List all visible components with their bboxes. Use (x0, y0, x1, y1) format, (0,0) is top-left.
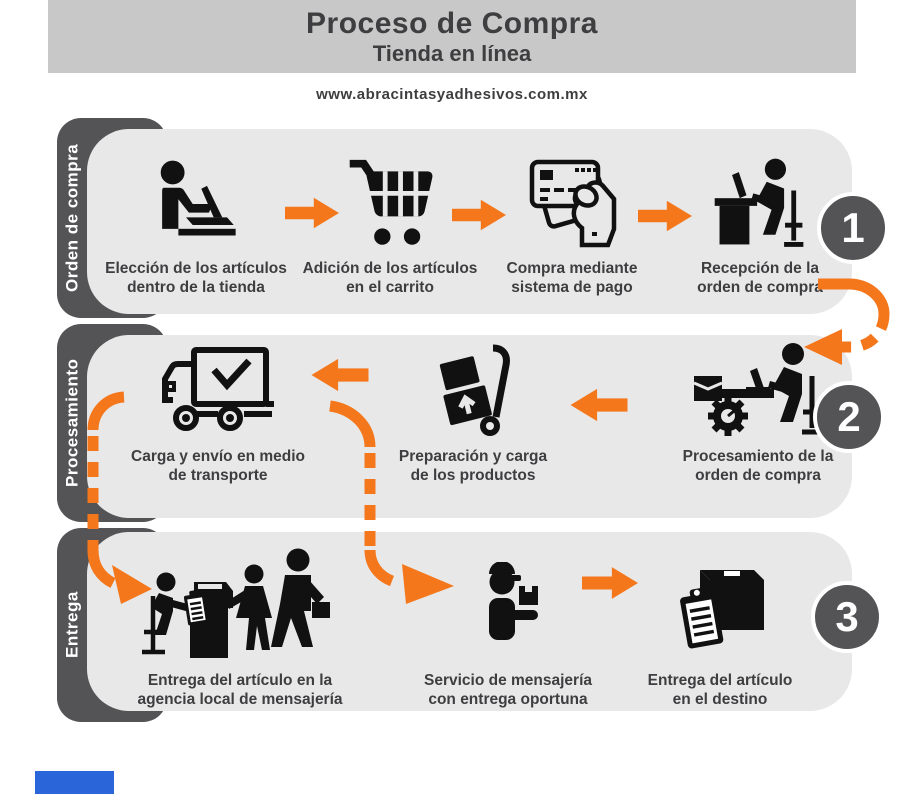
badge-number: 3 (835, 593, 859, 640)
step-agencia: Entrega del artículo en la agencia local… (120, 544, 360, 710)
arrow-right-icon (452, 199, 506, 231)
arrow-right-icon (285, 197, 339, 229)
step-pago: Compra mediante sistema de pago (476, 150, 668, 298)
row-label: Entrega (62, 591, 82, 659)
step-caption: Preparación y carga de los productos (398, 448, 548, 484)
reception-desk-icon (664, 150, 856, 250)
step-mensajeria: Servicio de mensajería con entrega oport… (412, 544, 604, 710)
delivery-truck-icon (122, 338, 314, 438)
step-number-badge-3: 3 (811, 581, 883, 653)
step-caption: Servicio de mensajería con entrega oport… (423, 672, 592, 708)
page-title: Proceso de Compra (306, 7, 598, 40)
row-entrega: Entrega (57, 528, 852, 722)
row-orden-de-compra: Orden de compra Elección de los artículo… (57, 118, 852, 318)
courier-person-icon (412, 544, 604, 662)
step-caption: Compra mediante sistema de pago (506, 260, 638, 296)
shopping-cart-icon (294, 150, 486, 250)
step-caption: Entrega del artículo en la agencia local… (137, 672, 343, 708)
step-caption: Adición de los artículos en el carrito (302, 260, 478, 296)
row-procesamiento: Procesamiento Carga y (57, 324, 852, 522)
step-preparacion: Preparación y carga de los productos (377, 338, 569, 486)
badge-number: 1 (841, 204, 865, 251)
credit-card-hand-icon (476, 150, 668, 250)
step-number-badge-1: 1 (817, 192, 889, 264)
step-recepcion: Recepción de la orden de compra (664, 150, 856, 298)
step-carrito: Adición de los artículos en el carrito (294, 150, 486, 298)
arrow-left-icon (570, 388, 628, 422)
website-url: www.abracintasyadhesivos.com.mx (316, 86, 588, 103)
step-procesamiento-orden: Procesamiento de la orden de compra (662, 338, 854, 486)
processing-desk-icon (662, 338, 854, 438)
agency-counter-icon (120, 544, 360, 662)
bottom-blue-bar (35, 771, 114, 794)
row-label: Procesamiento (62, 358, 82, 488)
step-eleccion: Elección de los artículos dentro de la t… (100, 150, 292, 298)
step-caption: Procesamiento de la orden de compra (682, 448, 834, 484)
step-caption: Entrega del artículo en el destino (647, 672, 793, 708)
step-caption: Elección de los artículos dentro de la t… (105, 260, 287, 296)
row-label: Orden de compra (62, 143, 82, 293)
person-laptop-icon (100, 150, 292, 250)
handtruck-boxes-icon (377, 338, 569, 438)
package-clipboard-icon (624, 544, 816, 662)
arrow-left-icon (311, 358, 369, 392)
badge-number: 2 (837, 393, 861, 440)
step-caption: Carga y envío en medio de transporte (131, 448, 305, 484)
page-subtitle: Tienda en línea (372, 41, 532, 66)
header-band: Proceso de Compra Tienda en línea (48, 0, 856, 73)
step-transporte: Carga y envío en medio de transporte (122, 338, 314, 486)
step-caption: Recepción de la orden de compra (697, 260, 823, 296)
step-destino: Entrega del artículo en el destino (624, 544, 816, 710)
step-number-badge-2: 2 (813, 381, 885, 453)
connector-1-dashed (850, 313, 890, 353)
arrow-right-icon (638, 200, 692, 232)
arrow-right-icon (582, 567, 638, 599)
